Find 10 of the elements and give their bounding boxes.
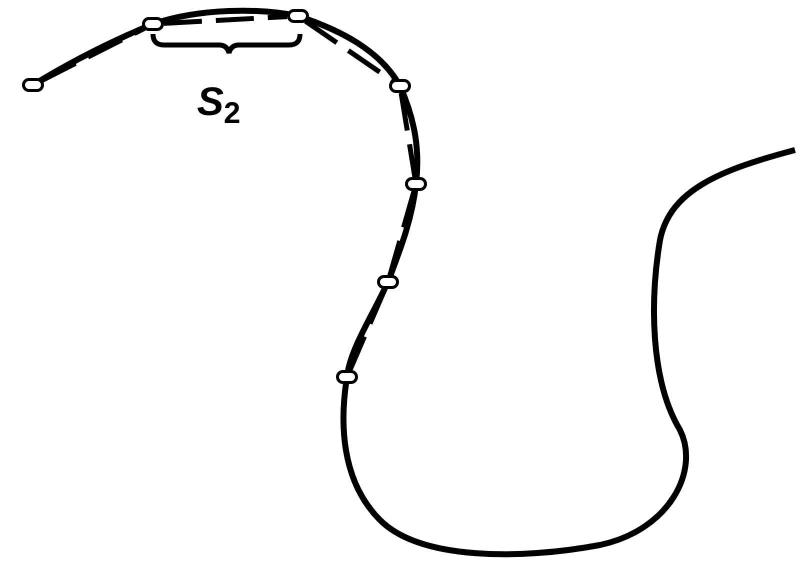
segment-label: S$_{2}$ — [197, 82, 240, 122]
point-marker — [336, 370, 358, 384]
point-marker — [389, 79, 411, 93]
point-marker — [377, 275, 399, 289]
dashed-chord — [164, 14, 288, 26]
point-marker — [405, 177, 427, 191]
point-marker — [287, 9, 309, 23]
point-marker — [22, 78, 44, 92]
dashed-chord — [398, 92, 418, 178]
point-marker — [142, 17, 164, 31]
